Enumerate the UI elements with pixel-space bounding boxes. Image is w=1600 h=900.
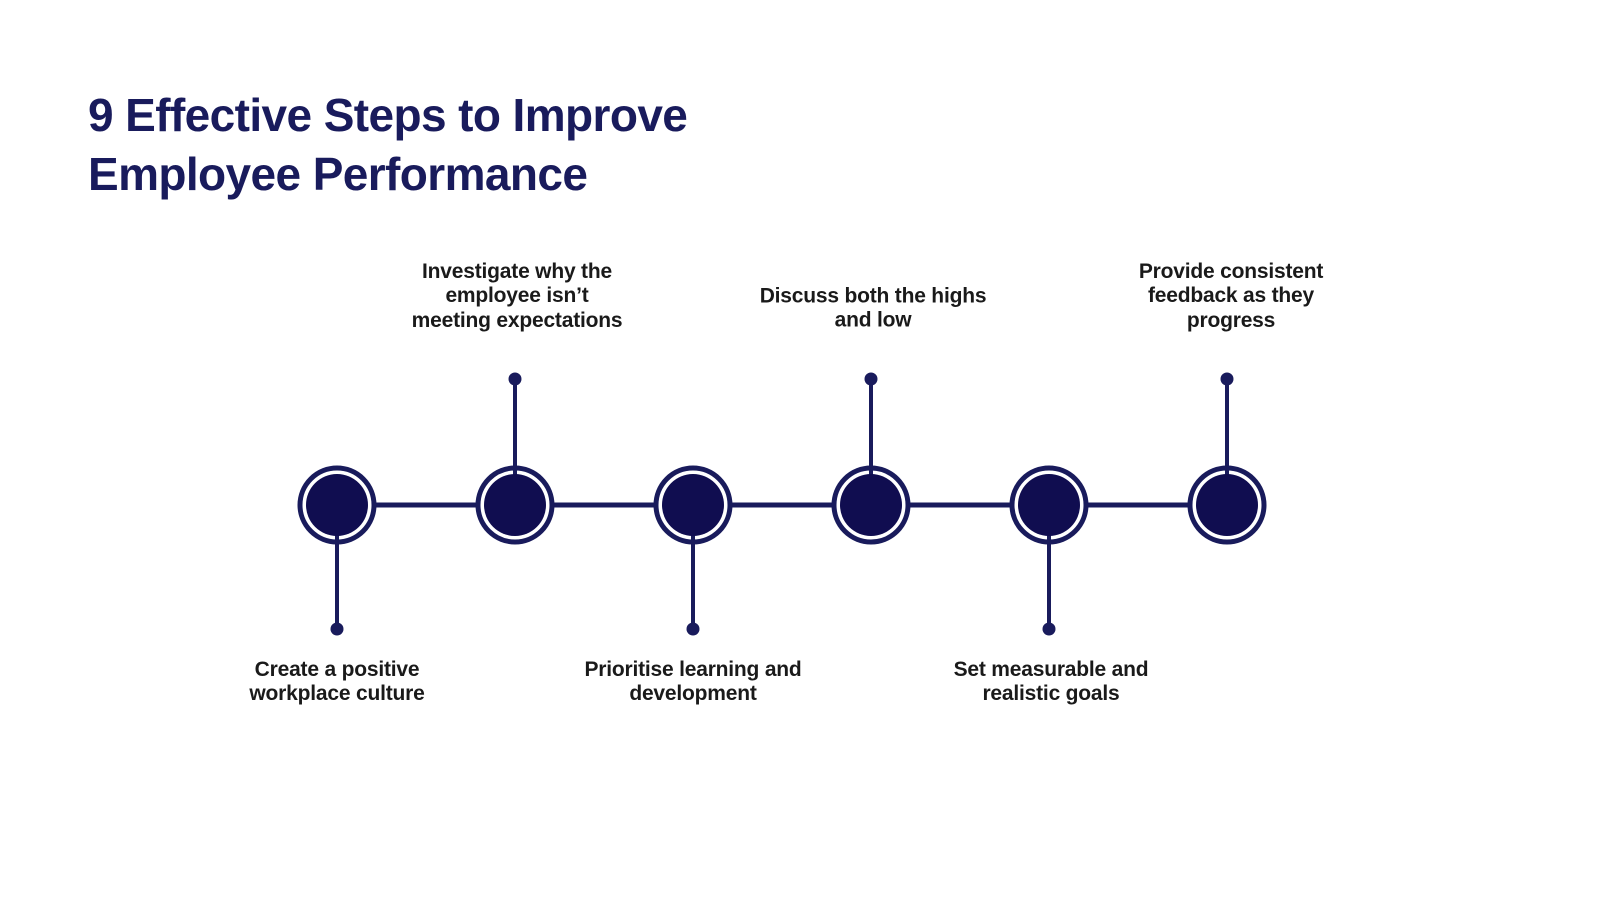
node-inner-disc bbox=[306, 474, 368, 536]
step-label-1: Create a positive workplace culture bbox=[249, 658, 425, 706]
stem-end-dot bbox=[1042, 622, 1056, 636]
timeline-node[interactable] bbox=[653, 465, 733, 545]
timeline-node[interactable] bbox=[1187, 465, 1267, 545]
step-label-6: Provide consistent feedback as they prog… bbox=[1138, 259, 1324, 332]
stem-end-dot bbox=[508, 372, 522, 386]
node-outer-ring bbox=[653, 465, 733, 545]
node-inner-disc bbox=[1196, 474, 1258, 536]
timeline-node[interactable] bbox=[831, 465, 911, 545]
timeline-nodes bbox=[297, 465, 1267, 545]
timeline-stems bbox=[330, 372, 1234, 636]
node-inner-disc bbox=[840, 474, 902, 536]
timeline-node[interactable] bbox=[1009, 465, 1089, 545]
stem-end-dot bbox=[686, 622, 700, 636]
stem-end-dot bbox=[330, 622, 344, 636]
node-inner-disc bbox=[484, 474, 546, 536]
node-inner-disc bbox=[1018, 474, 1080, 536]
node-outer-ring bbox=[475, 465, 555, 545]
node-outer-ring bbox=[297, 465, 377, 545]
node-inner-disc bbox=[662, 474, 724, 536]
stem-end-dot bbox=[864, 372, 878, 386]
page-title: 9 Effective Steps to Improve Employee Pe… bbox=[88, 89, 688, 200]
step-label-2: Investigate why the employee isn’t meeti… bbox=[411, 259, 623, 332]
step-label-3: Prioritise learning and development bbox=[584, 658, 802, 706]
timeline-node[interactable] bbox=[297, 465, 377, 545]
node-outer-ring bbox=[1009, 465, 1089, 545]
step-label-5: Set measurable and realistic goals bbox=[953, 658, 1149, 706]
node-outer-ring bbox=[831, 465, 911, 545]
timeline-node[interactable] bbox=[475, 465, 555, 545]
step-label-4: Discuss both the highs and low bbox=[759, 284, 987, 332]
node-outer-ring bbox=[1187, 465, 1267, 545]
stem-end-dot bbox=[1220, 372, 1234, 386]
